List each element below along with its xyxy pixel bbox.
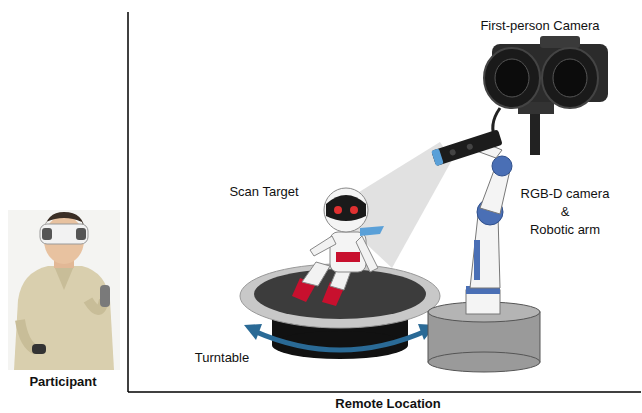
participant-label: Participant [29, 374, 96, 390]
location-label: Remote Location [335, 396, 440, 412]
robotic-arm [428, 129, 540, 372]
stereo-camera [484, 36, 608, 155]
device-label: & [561, 204, 570, 220]
axis-line [127, 12, 129, 392]
participant-figure [8, 210, 120, 370]
robot-figure [292, 188, 384, 306]
turntable-label: Turntable [195, 350, 249, 366]
camera-label: First-person Camera [480, 18, 599, 34]
device-label: RGB-D camera [521, 186, 610, 202]
target-label: Scan Target [229, 184, 298, 200]
axis-line [128, 391, 641, 393]
device-label: Robotic arm [530, 222, 600, 238]
